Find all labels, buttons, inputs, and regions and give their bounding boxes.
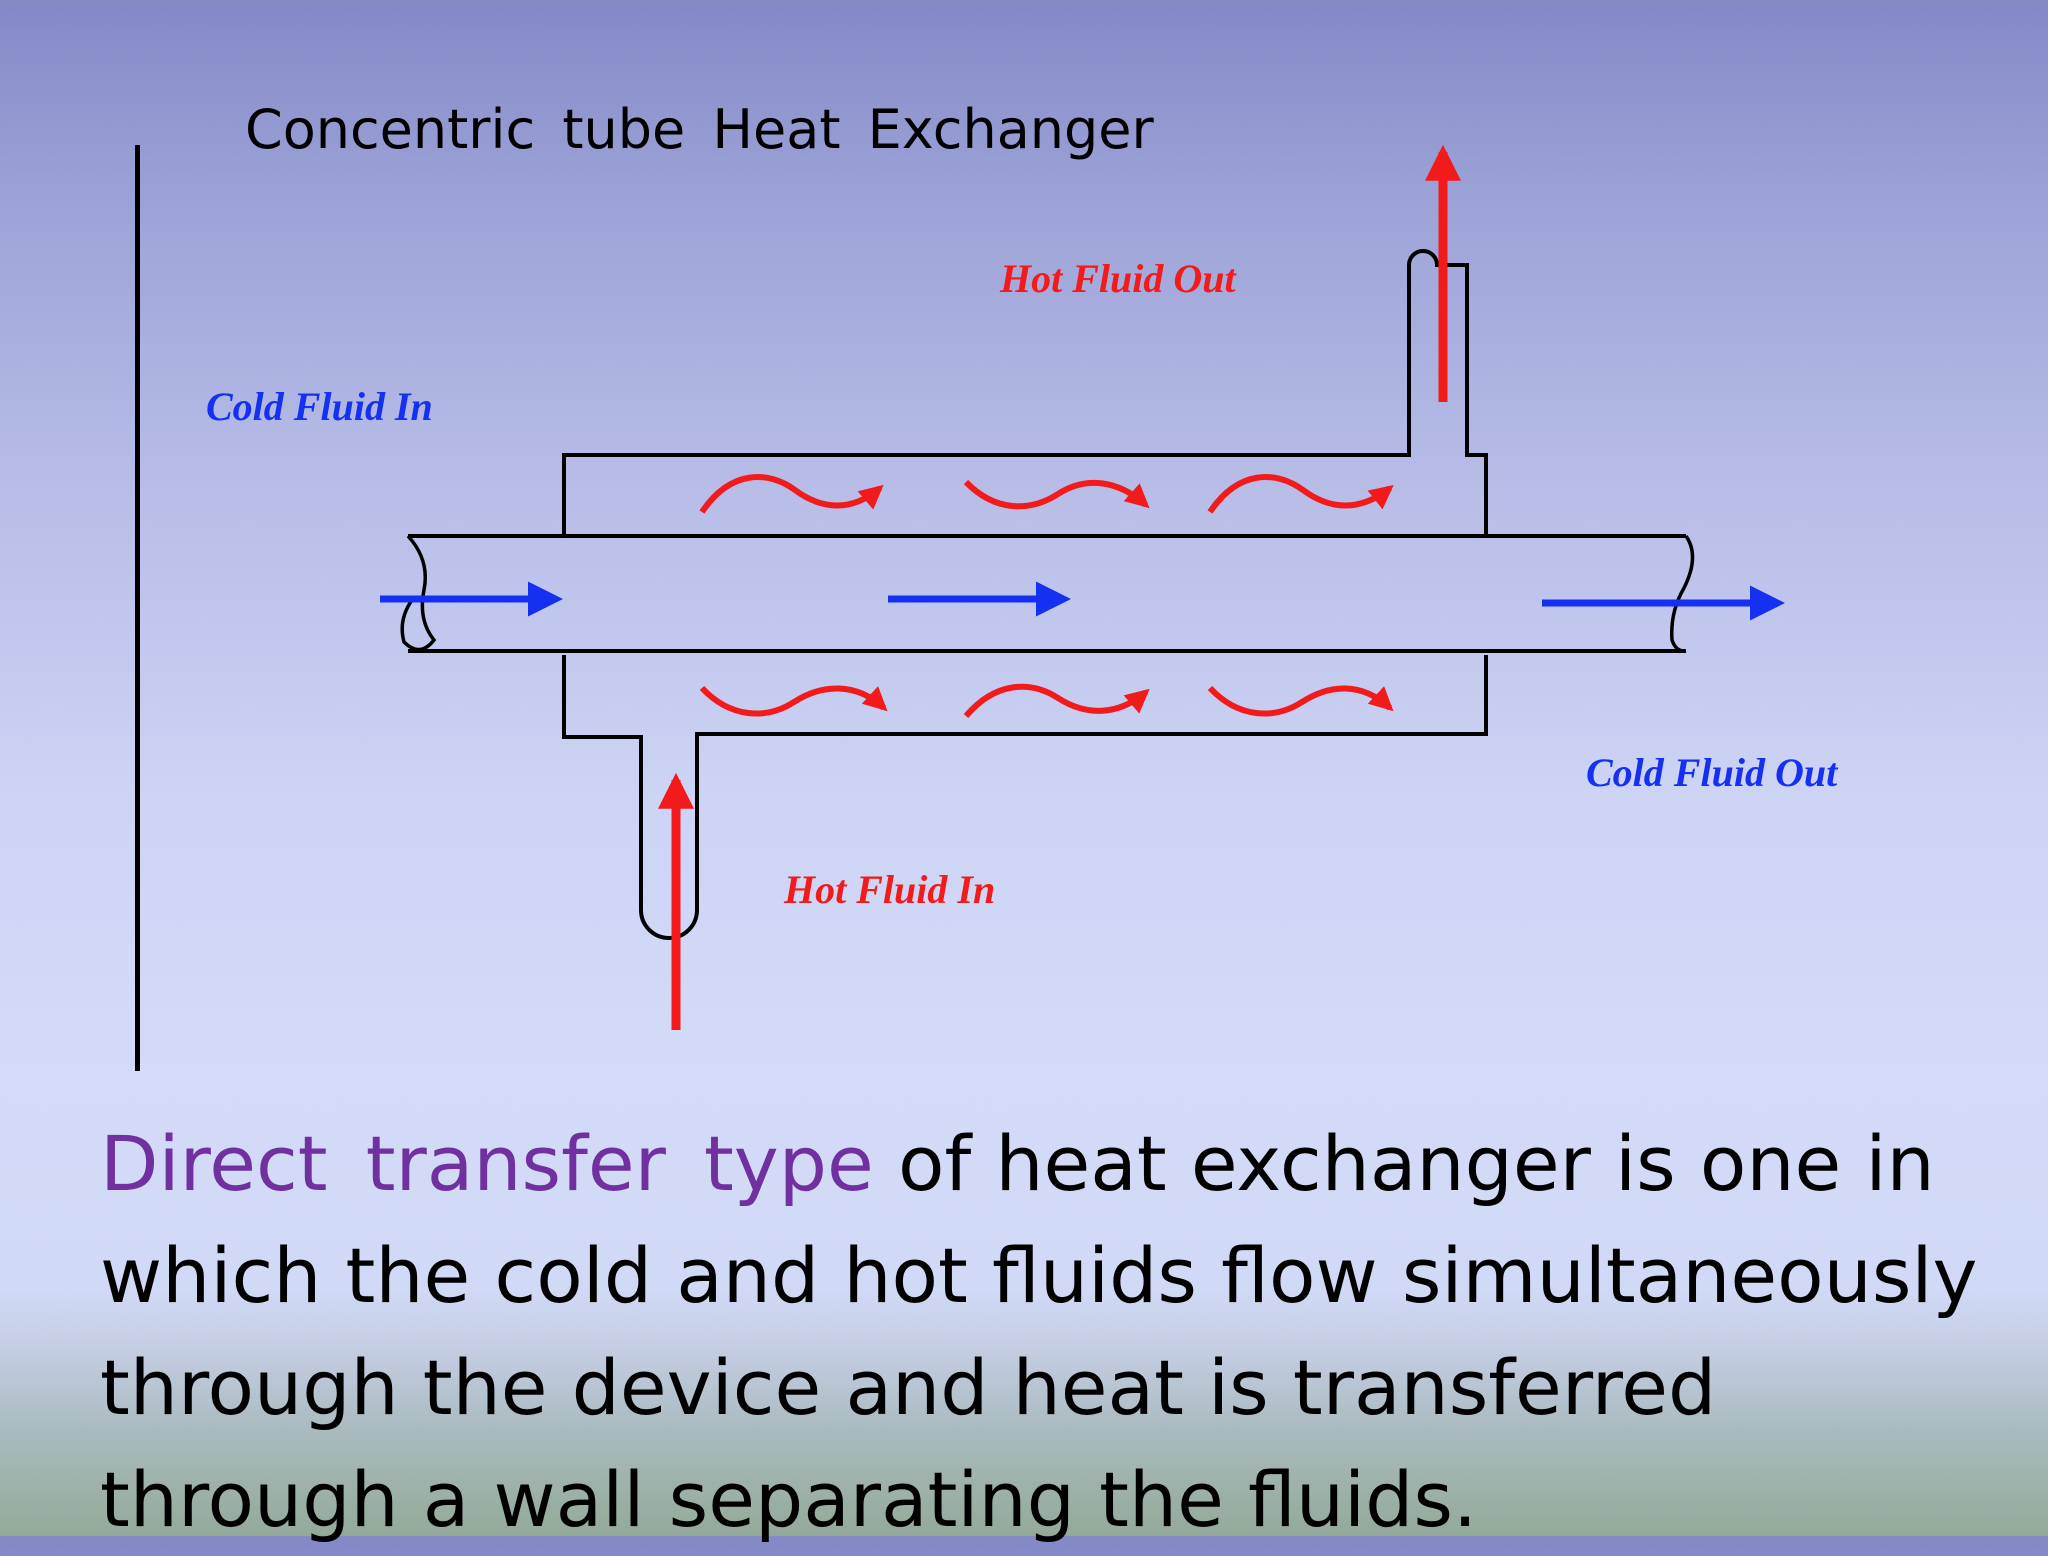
label-hot-fluid-out: Hot Fluid Out xyxy=(999,256,1238,301)
hot-wave-arrow xyxy=(699,685,888,717)
label-cold-fluid-in: Cold Fluid In xyxy=(206,384,433,429)
body-text-rest: of heat exchanger is one in which the co… xyxy=(100,1119,1978,1544)
hot-wave-arrow xyxy=(963,683,1150,718)
label-hot-fluid-in: Hot Fluid In xyxy=(783,867,995,912)
diagram-title: Concentric tube Heat Exchanger xyxy=(245,98,1154,161)
outer-shell-bottom xyxy=(562,655,1488,940)
body-paragraph: Direct transfer type of heat exchanger i… xyxy=(100,1108,2000,1556)
highlight-term: Direct transfer type xyxy=(100,1119,874,1208)
hot-wave-arrow xyxy=(1207,474,1394,514)
hot-wave-arrow xyxy=(699,474,884,514)
label-cold-fluid-out: Cold Fluid Out xyxy=(1586,750,1839,795)
hot-wave-arrow xyxy=(1207,685,1394,717)
inner-tube-left-break xyxy=(400,534,437,652)
outer-shell-outline xyxy=(562,249,1488,536)
vertical-divider-line xyxy=(135,145,140,1071)
hot-wave-arrow xyxy=(963,479,1150,510)
inner-tube-right-break xyxy=(1670,534,1695,653)
